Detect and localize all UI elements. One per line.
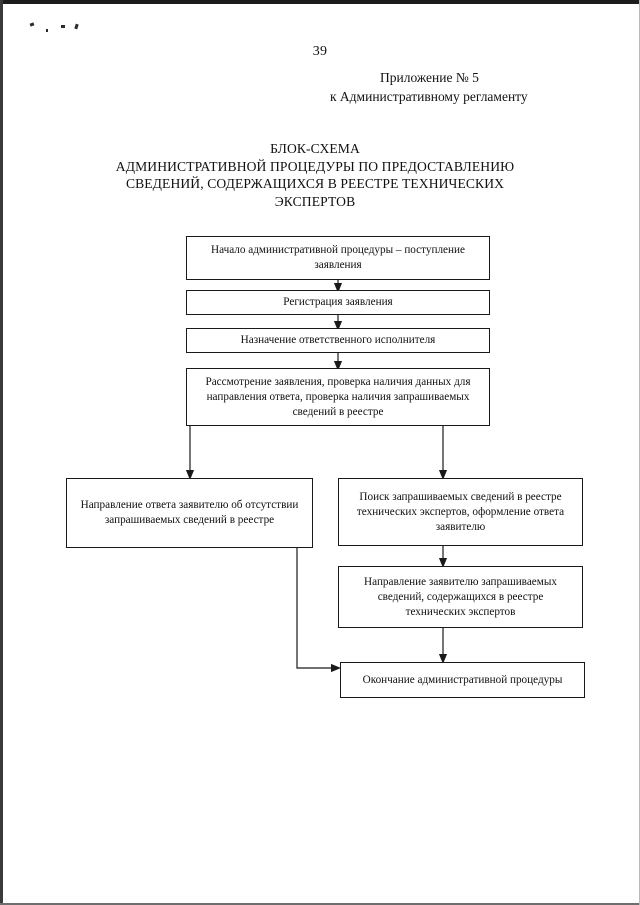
title-line-3: СВЕДЕНИЙ, СОДЕРЖАЩИХСЯ В РЕЕСТРЕ ТЕХНИЧЕ… [125,176,505,191]
flow-node-answer-absent[interactable]: Направление ответа заявителю об отсутств… [66,478,313,548]
scan-edge-left [0,0,3,905]
flow-node-label: Рассмотрение заявления, проверка наличия… [205,375,471,418]
flow-node-start[interactable]: Начало административной процедуры – пост… [186,236,490,280]
flow-node-assign-executor[interactable]: Назначение ответственного исполнителя [186,328,490,353]
flow-node-search-registry[interactable]: Поиск запрашиваемых сведений в реестре т… [338,478,583,546]
appendix-number: Приложение № 5 [380,70,479,85]
connector-answer-absent-to-end [296,548,342,673]
flow-node-label: Поиск запрашиваемых сведений в реестре т… [356,490,565,533]
flow-node-label: Назначение ответственного исполнителя [240,334,436,346]
flow-node-label: Направление ответа заявителю об отсутств… [80,499,299,526]
appendix-regulation: к Административному регламенту [330,89,528,104]
title-line-1: БЛОК-СХЕМА [270,141,360,156]
scan-speck [61,25,65,28]
flow-node-label: Начало административной процедуры – пост… [211,244,465,271]
title-line-2: АДМИНИСТРАТИВНОЙ ПРОЦЕДУРЫ ПО ПРЕДОСТАВЛ… [115,158,515,174]
scan-edge-bottom [0,903,640,905]
scan-edge-top [0,0,640,4]
flow-node-label: Окончание административной процедуры [362,673,563,686]
flow-node-end[interactable]: Окончание административной процедуры [340,662,585,698]
title-line-4: ЭКСПЕРТОВ [274,193,356,209]
flow-node-label: Направление заявителю запрашиваемых свед… [364,575,557,618]
page-title: БЛОК-СХЕМА АДМИНИСТРАТИВНОЙ ПРОЦЕДУРЫ ПО… [55,140,575,210]
scan-speck [46,29,48,32]
page-number: 39 [312,44,328,59]
flow-node-review-application[interactable]: Рассмотрение заявления, проверка наличия… [186,368,490,426]
flow-node-label: Регистрация заявления [283,296,393,308]
appendix-reference: Приложение № 5 к Административному регла… [330,68,630,106]
flow-node-send-information[interactable]: Направление заявителю запрашиваемых свед… [338,566,583,628]
flow-node-registration[interactable]: Регистрация заявления [186,290,490,315]
